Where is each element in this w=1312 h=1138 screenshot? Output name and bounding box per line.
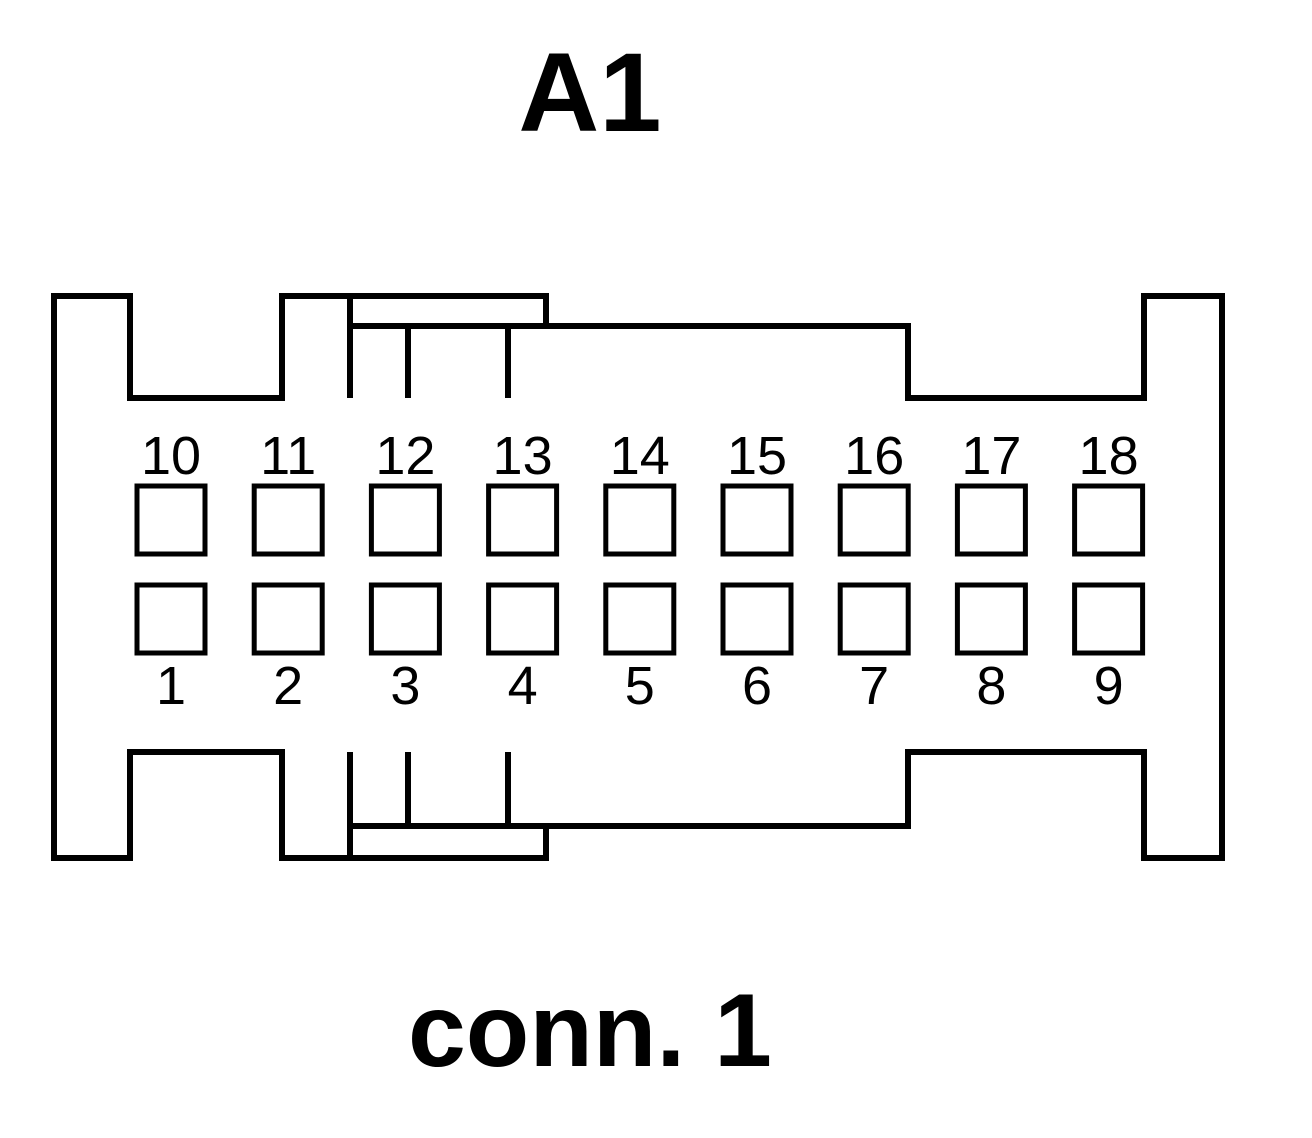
- pin-11-socket: [251, 483, 325, 557]
- pin-7-socket: [837, 582, 911, 656]
- pin-12-socket: [368, 483, 442, 557]
- pin-16-socket: [837, 483, 911, 557]
- connector-id-label: A1: [518, 30, 661, 155]
- connector-name-label: conn. 1: [408, 973, 772, 1089]
- pin-5-label: 5: [625, 656, 655, 716]
- pin-15-label: 15: [727, 426, 787, 486]
- pin-13-socket: [486, 483, 560, 557]
- pin-3-socket: [368, 582, 442, 656]
- pin-7-label: 7: [859, 656, 889, 716]
- pin-12-label: 12: [375, 426, 435, 486]
- pin-10-label: 10: [141, 426, 201, 486]
- pin-6-socket: [720, 582, 794, 656]
- top-row-pins: 10 11 12 13 14 15 16 17 18: [134, 426, 1146, 557]
- pin-10-socket: [134, 483, 208, 557]
- pin-9-socket: [1072, 582, 1146, 656]
- pin-2-socket: [251, 582, 325, 656]
- pin-9-label: 9: [1094, 656, 1124, 716]
- pin-1-label: 1: [156, 656, 186, 716]
- pin-18-label: 18: [1079, 426, 1139, 486]
- pin-11-label: 11: [260, 426, 316, 486]
- housing-outline: [51, 293, 1225, 861]
- pin-3-label: 3: [390, 656, 420, 716]
- pin-2-label: 2: [273, 656, 303, 716]
- pin-18-socket: [1072, 483, 1146, 557]
- top-latch: [347, 296, 546, 398]
- pin-8-socket: [954, 582, 1028, 656]
- pin-17-socket: [954, 483, 1028, 557]
- bottom-latch: [347, 752, 546, 858]
- pin-4-label: 4: [508, 656, 538, 716]
- pin-13-label: 13: [493, 426, 553, 486]
- pin-6-label: 6: [742, 656, 772, 716]
- pin-5-socket: [603, 582, 677, 656]
- pin-17-label: 17: [961, 426, 1021, 486]
- pin-15-socket: [720, 483, 794, 557]
- pin-14-socket: [603, 483, 677, 557]
- connector-housing: [51, 293, 1225, 861]
- pin-4-socket: [486, 582, 560, 656]
- pin-1-socket: [134, 582, 208, 656]
- bottom-row-pins: 1 2 3 4 5 6 7 8 9: [134, 582, 1146, 716]
- pin-14-label: 14: [610, 426, 670, 486]
- pin-16-label: 16: [844, 426, 904, 486]
- pin-8-label: 8: [976, 656, 1006, 716]
